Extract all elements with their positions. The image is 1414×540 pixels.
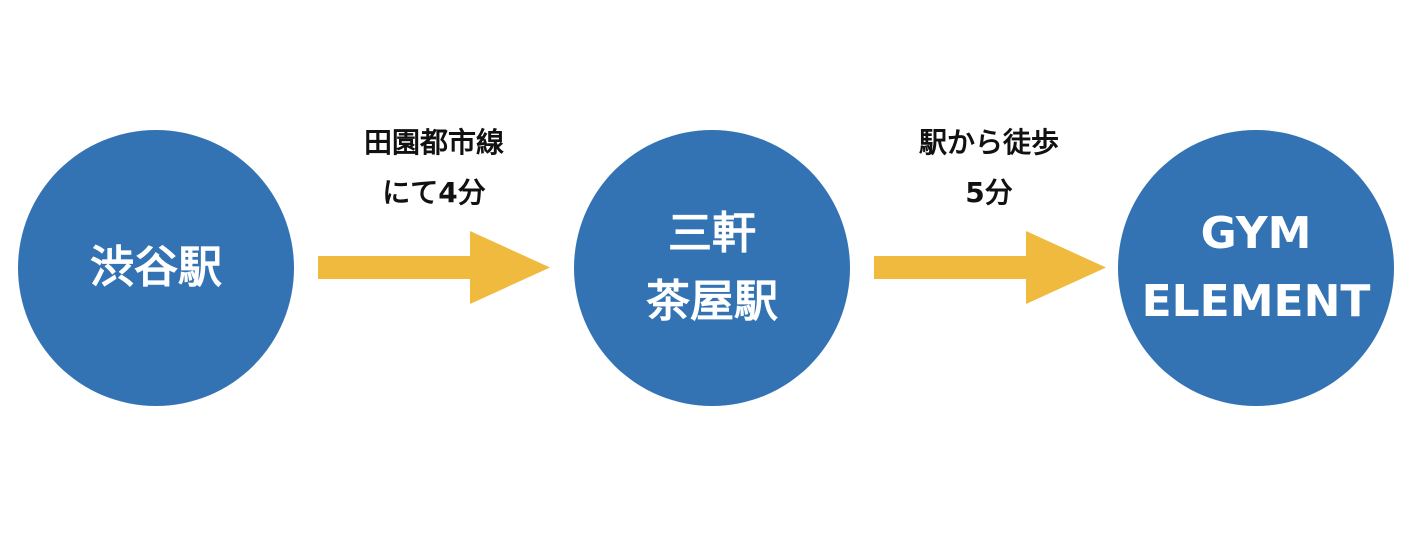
arrow-shape: [874, 231, 1106, 304]
node-sangenjaya-station: 三軒 茶屋駅: [574, 130, 850, 406]
arrow-shape: [318, 231, 550, 304]
edge-label-line: 駅から徒歩: [918, 126, 1059, 159]
edge-label-walk: 駅から徒歩 5分: [869, 118, 1109, 218]
node-label: ELEMENT: [1141, 276, 1371, 327]
edge-label-line: にて4分: [382, 176, 486, 209]
node-label: 三軒: [668, 208, 756, 259]
node-gym-element: GYM ELEMENT: [1118, 130, 1394, 406]
node-label: 茶屋駅: [646, 276, 778, 327]
node-shibuya-station: 渋谷駅: [18, 130, 294, 406]
arrow-right-icon: [874, 231, 1106, 304]
edge-label-line: 5分: [965, 176, 1013, 209]
edge-label-line: 田園都市線: [363, 126, 504, 159]
edge-label-train: 田園都市線 にて4分: [314, 118, 554, 218]
node-label: 渋谷駅: [90, 242, 222, 293]
node-label: GYM: [1200, 208, 1312, 259]
arrow-right-icon: [318, 231, 550, 304]
